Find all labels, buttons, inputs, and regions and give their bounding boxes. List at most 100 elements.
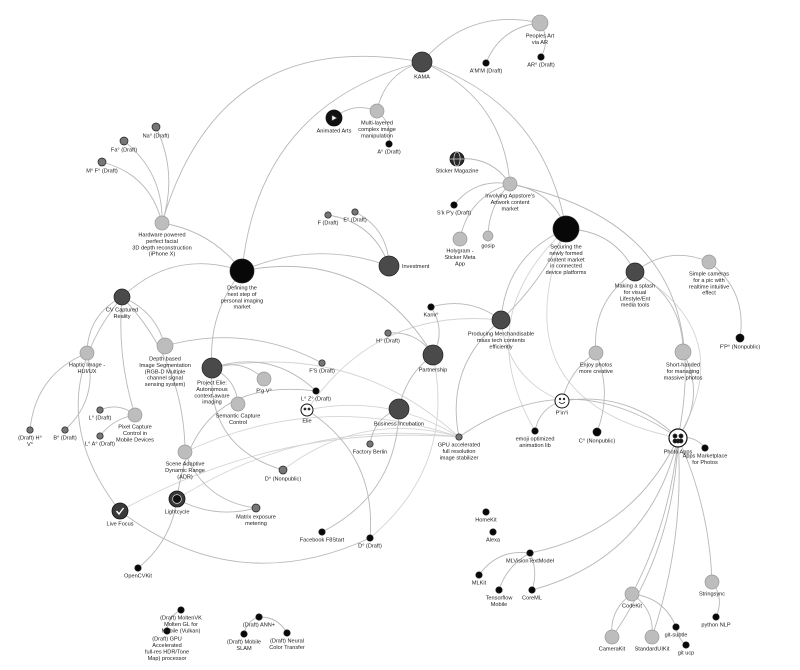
node-standard-uikit[interactable] — [644, 629, 660, 645]
node-label-ama: A'M'M (Draft) — [470, 69, 503, 75]
node-peoples-art[interactable] — [531, 14, 549, 32]
node-opencvkit[interactable] — [134, 564, 142, 572]
node-circle-securing — [552, 215, 580, 243]
node-s-draft[interactable] — [450, 201, 458, 209]
node-haptic[interactable] — [79, 345, 95, 361]
node-gosip[interactable] — [482, 230, 494, 242]
node-gpu[interactable] — [455, 433, 463, 441]
node-live-focus[interactable] — [111, 502, 129, 520]
node-git-subtle[interactable] — [672, 623, 680, 631]
node-matrix[interactable] — [251, 503, 261, 513]
node-simple-cameras[interactable] — [701, 254, 717, 270]
node-project-elie[interactable] — [201, 357, 223, 379]
node-pin[interactable] — [554, 393, 570, 409]
edge-producing-to-kanv — [430, 303, 502, 321]
node-circle-involving-appstore — [502, 176, 518, 192]
node-draft-ann[interactable] — [255, 613, 263, 621]
node-involving-appstore[interactable] — [502, 176, 518, 192]
node-mlvision[interactable] — [526, 549, 534, 557]
edge-photo-apps-to-gpu — [458, 398, 679, 439]
edge-shortcut-to-photo-apps — [677, 351, 694, 439]
node-circle-la-draft — [96, 432, 104, 440]
node-h-draft[interactable] — [384, 329, 392, 337]
node-c-nonpublic[interactable] — [592, 427, 602, 437]
node-kama[interactable] — [411, 51, 433, 73]
node-label-business-incubation: Business Incubation — [374, 422, 424, 428]
node-depth-based[interactable] — [156, 337, 174, 355]
node-holygram[interactable] — [452, 231, 468, 247]
node-draft-molten[interactable] — [177, 606, 185, 614]
node-git-ucp[interactable] — [682, 641, 690, 649]
node-ama[interactable] — [482, 59, 490, 67]
node-alexa[interactable] — [489, 528, 497, 536]
node-circle-draft-neural — [283, 629, 291, 637]
node-defining[interactable] — [229, 258, 255, 284]
node-cv-captured[interactable] — [113, 288, 131, 306]
node-shortcut[interactable] — [674, 343, 692, 361]
node-fp-nonpublic[interactable] — [735, 333, 745, 343]
node-camerakit[interactable] — [604, 629, 620, 645]
node-photo-apps[interactable] — [668, 428, 688, 448]
node-f-draft[interactable] — [324, 211, 332, 219]
node-animated-arts[interactable] — [325, 109, 343, 127]
node-draft-slam[interactable] — [240, 630, 248, 638]
node-label-fs-draft: F'S (Draft) — [309, 369, 335, 375]
node-facebook[interactable] — [318, 528, 326, 536]
node-circle-fs-draft — [318, 359, 326, 367]
node-python-nlp[interactable] — [712, 613, 720, 621]
node-producing[interactable] — [491, 310, 511, 330]
node-scene-adaptive[interactable] — [177, 444, 193, 460]
node-label-facebook: Facebook F8Start — [300, 538, 345, 544]
edge-defining-to-partnership — [241, 265, 434, 356]
node-label-live-focus: Live Focus — [106, 522, 133, 528]
node-la-draft[interactable] — [96, 432, 104, 440]
node-coreml[interactable] — [528, 586, 536, 594]
node-draft-neural[interactable] — [283, 629, 291, 637]
node-na-draft[interactable] — [151, 122, 161, 132]
node-investment[interactable] — [378, 255, 400, 277]
node-e-draft[interactable] — [351, 208, 359, 216]
node-emoji[interactable] — [531, 427, 539, 435]
node-multi-layered[interactable] — [369, 103, 385, 119]
node-kanv[interactable] — [427, 303, 435, 311]
node-making-splash[interactable] — [625, 262, 645, 282]
node-semantic[interactable] — [230, 396, 246, 412]
node-partnership[interactable] — [422, 344, 444, 366]
node-draft-gpu[interactable] — [163, 627, 171, 635]
node-sticker-magazine[interactable] — [449, 151, 465, 167]
node-d-nonpublic[interactable] — [278, 465, 288, 475]
node-business-incubation[interactable] — [388, 398, 410, 420]
node-mlkit[interactable] — [475, 571, 483, 579]
node-circle-standard-uikit — [644, 629, 660, 645]
node-elie[interactable] — [300, 403, 314, 417]
node-circle-haptic — [79, 345, 95, 361]
node-enjoy-photos[interactable] — [588, 345, 604, 361]
node-ar-draft[interactable] — [537, 53, 545, 61]
node-draft-hv[interactable] — [26, 426, 34, 434]
node-circle-draft-molten — [177, 606, 185, 614]
node-fa-draft[interactable] — [119, 136, 129, 146]
node-pixel-capture[interactable] — [127, 407, 143, 423]
node-fs-draft[interactable] — [318, 359, 326, 367]
node-pv-node[interactable] — [256, 371, 272, 387]
node-securing[interactable] — [552, 215, 580, 243]
node-b-draft[interactable] — [61, 426, 69, 434]
node-codekit[interactable] — [624, 586, 640, 602]
node-a-draft[interactable] — [385, 140, 393, 148]
face-eye-left — [303, 407, 307, 411]
edge-photo-apps-to-codekit — [631, 437, 679, 595]
node-apps-marketplace[interactable] — [701, 444, 709, 452]
node-lz-draft[interactable] — [312, 387, 320, 395]
node-tensorflow[interactable] — [495, 586, 503, 594]
node-hardware[interactable] — [154, 215, 170, 231]
node-stringsync[interactable] — [704, 574, 720, 590]
node-l-draft[interactable] — [96, 406, 104, 414]
node-factory-berlin[interactable] — [366, 440, 374, 448]
node-lightcycle[interactable] — [168, 490, 186, 508]
node-d-draft[interactable] — [366, 534, 374, 542]
edge-making-splash-to-shortcut — [634, 271, 684, 353]
node-homekit[interactable] — [482, 508, 490, 516]
node-mf-draft[interactable] — [97, 157, 107, 167]
